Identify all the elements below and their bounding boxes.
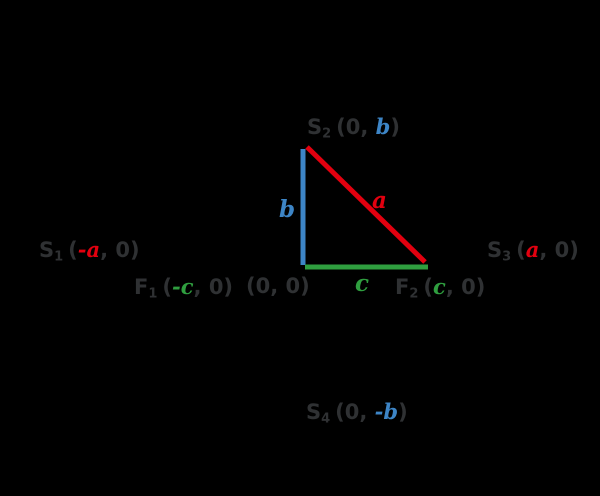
point-subscript: 2 bbox=[409, 286, 419, 302]
point-label-s3: S3(a, 0) bbox=[487, 237, 579, 263]
coord-prefix: ( bbox=[68, 238, 78, 262]
origin-label: (0, 0) bbox=[246, 274, 310, 299]
point-label-s2: S2(0, b) bbox=[307, 114, 400, 140]
point-subscript: 1 bbox=[54, 249, 64, 265]
coord-variable-neg-a: -a bbox=[77, 237, 101, 262]
coord-variable-a: a bbox=[525, 237, 540, 262]
coord-suffix: , 0) bbox=[100, 238, 140, 262]
point-label-f2: F2(c, 0) bbox=[395, 274, 485, 300]
coord-suffix: , 0) bbox=[539, 238, 579, 262]
point-subscript: 1 bbox=[148, 286, 158, 302]
side-label-b: b bbox=[279, 196, 296, 223]
coord-prefix: (0, bbox=[335, 400, 375, 424]
coord-variable-neg-b: -b bbox=[374, 399, 399, 424]
point-name: S bbox=[487, 238, 503, 262]
coord-prefix: ( bbox=[162, 275, 173, 299]
point-label-s1: S1(-a, 0) bbox=[39, 237, 140, 263]
point-subscript: 2 bbox=[322, 126, 332, 142]
point-label-s4: S4(0, -b) bbox=[306, 399, 408, 425]
coord-prefix: ( bbox=[423, 275, 434, 299]
point-subscript: 4 bbox=[321, 411, 331, 427]
origin-coords: (0, 0) bbox=[246, 274, 310, 298]
coord-suffix: , 0) bbox=[193, 275, 234, 299]
coord-suffix: ) bbox=[398, 400, 408, 424]
coord-suffix: , 0) bbox=[445, 275, 486, 299]
point-name: F bbox=[134, 275, 149, 299]
point-name: F bbox=[395, 275, 410, 299]
point-name: S bbox=[306, 400, 322, 424]
coord-variable-b: b bbox=[375, 114, 391, 139]
coord-suffix: ) bbox=[390, 115, 400, 139]
point-label-f1: F1(-c, 0) bbox=[134, 274, 233, 300]
point-name: S bbox=[39, 238, 55, 262]
side-label-c: c bbox=[355, 270, 370, 297]
coord-variable-c: c bbox=[433, 274, 446, 299]
point-name: S bbox=[307, 115, 323, 139]
coord-prefix: (0, bbox=[336, 115, 376, 139]
hypotenuse-line-a bbox=[305, 145, 427, 264]
coord-variable-neg-c: -c bbox=[172, 274, 194, 299]
coord-prefix: ( bbox=[516, 238, 526, 262]
point-subscript: 3 bbox=[502, 249, 512, 265]
side-label-a: a bbox=[372, 187, 387, 214]
